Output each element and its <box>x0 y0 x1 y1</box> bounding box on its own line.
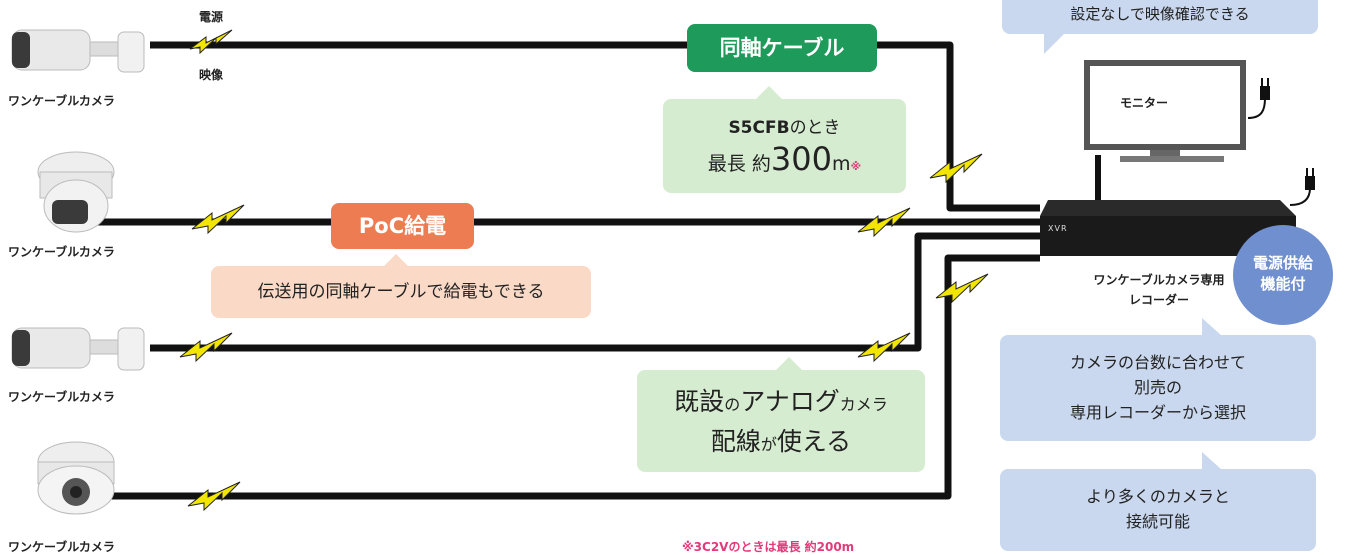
dome-camera-4-image <box>30 438 122 520</box>
recorder-label: ワンケーブルカメラ専用 レコーダー <box>1074 270 1244 310</box>
coax-note-mark: ※ <box>850 160 862 173</box>
recorder-label-line2: レコーダー <box>1128 293 1189 307</box>
camera-label: ワンケーブルカメラ <box>8 390 115 404</box>
bolt-icon <box>935 273 989 304</box>
bullet-camera-3-image <box>8 322 148 378</box>
cable-camera-3 <box>150 232 1040 352</box>
recorder-bubble-line3: 専用レコーダーから選択 <box>1069 403 1246 422</box>
video-label: 映像 <box>199 68 224 82</box>
more-bubble-line2: 接続可能 <box>1125 512 1190 531</box>
power-label: 電源 <box>199 10 224 24</box>
bolt-icon <box>929 153 983 184</box>
bolt-icon <box>857 207 911 238</box>
monitor-image <box>1080 58 1250 168</box>
analog-bubble-tail <box>775 357 803 371</box>
recorder-bubble-line1: カメラの台数に合わせて <box>1069 353 1246 372</box>
analog-word-wiring: 配線 <box>710 427 761 456</box>
cable-camera-1 <box>150 41 1040 212</box>
coax-prefix: 最長 約 <box>707 153 771 175</box>
recorder-bubble-tail <box>1202 318 1222 336</box>
power-supply-line2: 機能付 <box>1260 275 1306 293</box>
power-supply-circle: 電源供給 機能付 <box>1233 225 1333 325</box>
analog-word-usable: 使える <box>776 427 852 456</box>
bolt-icon <box>857 332 911 363</box>
coax-model: S5CFB <box>728 118 790 138</box>
recorder-brand-label: XVR <box>1048 224 1068 233</box>
power-supply-line1: 電源供給 <box>1252 254 1313 272</box>
more-cameras-bubble: より多くのカメラと 接続可能 <box>1000 469 1316 551</box>
coax-cable-badge: 同軸ケーブル <box>687 24 877 72</box>
recorder-selection-bubble: カメラの台数に合わせて 別売の 専用レコーダーから選択 <box>1000 335 1316 441</box>
poc-bubble-tail <box>383 254 409 267</box>
coax-length-bubble: S5CFBのとき 最長 約300m※ <box>663 99 906 193</box>
monitor-bubble: 設定なしで映像確認できる <box>1002 0 1318 34</box>
camera-label: ワンケーブルカメラ <box>8 540 115 554</box>
camera-label: ワンケーブルカメラ <box>8 94 115 108</box>
coax-length-number: 300 <box>770 140 832 178</box>
poc-power-badge: PoC給電 <box>331 203 474 249</box>
more-bubble-tail <box>1202 452 1222 470</box>
footnote: ※3C2Vのときは最長 約200m <box>682 540 855 554</box>
monitor-plug-icon <box>1260 78 1270 100</box>
monitor-power-cord <box>1247 97 1266 119</box>
cable-camera-4 <box>95 254 1040 500</box>
dome-camera-2-image <box>30 150 122 234</box>
bolt-icon <box>179 332 233 363</box>
recorder-label-line1: ワンケーブルカメラ専用 <box>1093 273 1225 287</box>
monitor-bubble-tail <box>1044 34 1064 54</box>
analog-word-existing: 既設 <box>674 387 725 416</box>
bolt-icon <box>187 481 241 512</box>
coax-length-unit: m <box>831 153 851 175</box>
recorder-bubble-line2: 別売の <box>1133 378 1182 397</box>
analog-word-of: の <box>724 395 741 414</box>
analog-word-ga: が <box>760 435 777 454</box>
poc-bubble: 伝送用の同軸ケーブルで給電もできる <box>211 266 591 318</box>
bolt-icon <box>189 29 233 55</box>
recorder-plug-icon <box>1305 168 1315 190</box>
more-bubble-line1: より多くのカメラと <box>1086 487 1230 506</box>
coax-bubble-tail <box>755 86 783 100</box>
coax-condition: のとき <box>789 118 841 138</box>
bolt-icon <box>191 204 245 235</box>
camera-label: ワンケーブルカメラ <box>8 245 115 259</box>
analog-word-analog: アナログ <box>740 387 840 416</box>
monitor-label: モニター <box>1120 96 1169 110</box>
analog-wiring-bubble: 既設のアナログカメラ 配線が使える <box>637 370 925 472</box>
analog-word-camera: カメラ <box>839 395 888 414</box>
bullet-camera-1-image <box>8 22 148 82</box>
recorder-power-cord <box>1289 187 1311 206</box>
